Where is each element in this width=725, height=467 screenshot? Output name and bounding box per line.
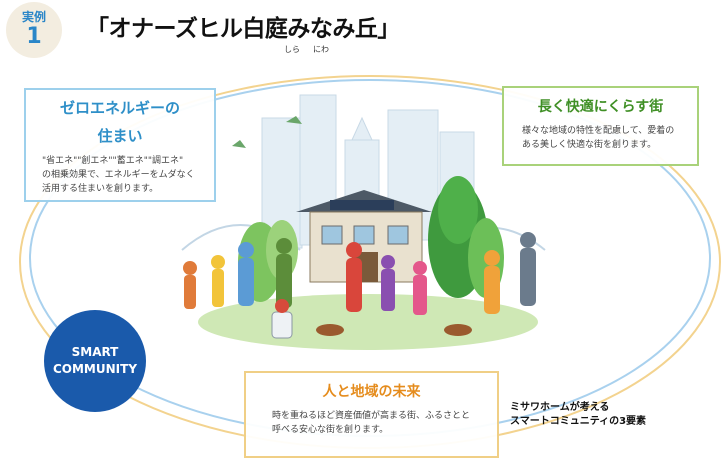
smart-line-2: COMMUNITY (52, 362, 138, 376)
caption-line-2: スマートコミュニティの3要素 (510, 416, 647, 427)
robot-figure (271, 299, 293, 339)
people (183, 232, 536, 336)
zero-energy-body-1: "省エネ""創エネ""蓄エネ""調エネ" (42, 156, 184, 166)
zero-energy-body-2: の相乗効果で、エネルギーをムダなく (42, 170, 195, 180)
future-title: 人と地域の未来 (322, 384, 421, 400)
birds (232, 116, 302, 148)
long-comfort-body-2: ある美しく快適な街を創ります。 (522, 140, 657, 150)
zero-energy-title-1: ゼロエネルギーの (59, 99, 180, 117)
ruby-niwa: にわ (313, 45, 329, 54)
ruby-shira: しら (284, 45, 300, 54)
future-box: 人と地域の未来 時を重ねるほど資産価値が高まる街、ふるさとと 呼べる安心な街を創… (244, 371, 499, 458)
future-body-2: 呼べる安心な街を創ります。 (272, 425, 389, 435)
smart-community-badge: SMART COMMUNITY (44, 310, 146, 412)
caption-line-1: ミサワホームが考える (510, 402, 610, 413)
badge-label: 実例 (21, 10, 46, 24)
example-badge: 実例 1 (6, 2, 62, 58)
long-comfort-box: 長く快適にくらす街 様々な地域の特性を配慮して、愛着の ある美しく快適な街を創り… (502, 86, 699, 166)
badge-number: 1 (26, 24, 42, 49)
caption: ミサワホームが考える スマートコミュニティの3要素 (510, 401, 646, 429)
zero-energy-box: ゼロエネルギーの 住まい "省エネ""創エネ""蓄エネ""調エネ" の相乗効果で… (24, 88, 216, 202)
smart-line-1: SMART (71, 345, 119, 359)
house (296, 190, 432, 283)
zero-energy-body-3: 活用する住まいを創ります。 (42, 184, 159, 194)
page-title: 「オナーズヒル白庭みなみ丘」 (86, 16, 400, 42)
zero-energy-title-2: 住まい (97, 127, 143, 145)
long-comfort-body-1: 様々な地域の特性を配慮して、愛着の (522, 126, 675, 136)
long-comfort-title: 長く快適にくらす街 (537, 99, 664, 115)
future-body-1: 時を重ねるほど資産価値が高まる街、ふるさとと (272, 411, 471, 421)
